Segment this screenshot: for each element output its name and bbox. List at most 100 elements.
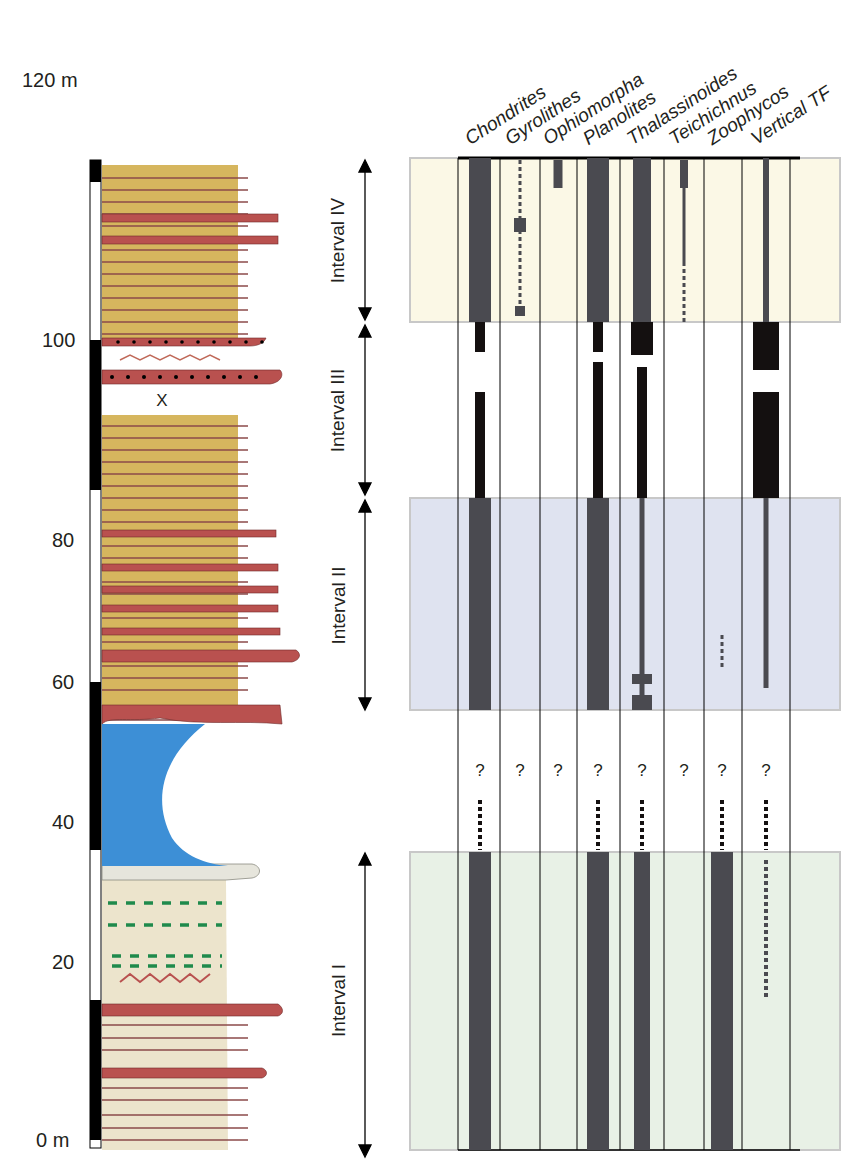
stroke <box>102 557 248 558</box>
stroke <box>132 340 136 344</box>
stroke <box>158 375 162 379</box>
stroke <box>190 375 194 379</box>
unknown-mark: ? <box>593 762 602 779</box>
stroke <box>102 581 248 582</box>
stroke <box>196 340 200 344</box>
range-bar <box>680 160 688 188</box>
stroke <box>102 545 248 546</box>
stroke <box>102 309 248 310</box>
range-bar <box>469 852 491 1150</box>
stroke <box>102 425 248 426</box>
depth-label: 120 m <box>22 70 78 90</box>
stroke <box>228 340 232 344</box>
range-dotted <box>596 800 600 850</box>
range-dotted <box>640 800 644 850</box>
stroke <box>206 375 210 379</box>
stroke <box>102 461 248 462</box>
stroke <box>102 449 248 450</box>
range-bar <box>587 498 609 710</box>
stroke <box>126 375 130 379</box>
stroke <box>244 340 248 344</box>
stroke <box>458 158 459 1150</box>
stroke <box>102 1114 248 1115</box>
stroke <box>102 1099 248 1100</box>
unknown-mark: ? <box>637 762 646 779</box>
stroke <box>102 177 248 178</box>
range-bar <box>631 322 653 355</box>
unknown-mark: ? <box>679 762 688 779</box>
stroke <box>164 340 168 344</box>
stroke <box>222 375 226 379</box>
stroke <box>102 437 248 438</box>
stroke <box>102 321 248 322</box>
stroke <box>174 375 178 379</box>
range-bar <box>514 218 526 232</box>
stroke <box>254 375 258 379</box>
stroke <box>110 375 114 379</box>
range-bar <box>683 188 686 262</box>
range-bar <box>633 158 651 322</box>
range-bar <box>587 158 609 322</box>
range-bar <box>469 158 491 322</box>
range-bar <box>593 362 603 498</box>
stroke <box>620 158 621 1150</box>
interval-label: Interval IV <box>328 197 347 283</box>
range-bar <box>764 498 769 688</box>
stroke <box>102 1024 248 1025</box>
unknown-mark: ? <box>515 762 524 779</box>
gap-label: X <box>156 392 167 409</box>
stroke <box>102 485 248 486</box>
stroke <box>260 340 264 344</box>
range-bar <box>632 695 652 710</box>
stroke <box>102 689 248 690</box>
range-bar <box>640 498 645 700</box>
stroke <box>102 261 248 262</box>
stroke <box>664 158 665 1150</box>
stroke <box>577 158 578 1150</box>
range-bar <box>753 392 779 498</box>
stroke <box>102 189 248 190</box>
range-bar <box>554 160 563 188</box>
stroke <box>102 1139 248 1140</box>
stroke <box>102 1049 248 1050</box>
depth-label: 100 <box>42 330 75 350</box>
range-dotted <box>478 800 482 850</box>
range-bar <box>587 852 609 1150</box>
unknown-mark: ? <box>553 762 562 779</box>
range-bar <box>515 306 525 316</box>
depth-label: 60 <box>52 672 74 692</box>
range-dotted <box>519 160 522 312</box>
stroke <box>742 158 743 1150</box>
stroke <box>102 617 248 618</box>
range-bar <box>632 674 652 684</box>
stroke <box>102 285 248 286</box>
range-dotted <box>720 800 724 850</box>
stroke <box>102 641 248 642</box>
range-dotted <box>764 860 768 1000</box>
stroke <box>102 509 248 510</box>
depth-label: 20 <box>52 952 74 972</box>
stroke <box>102 225 248 226</box>
range-bar <box>763 158 769 322</box>
stroke <box>102 333 248 334</box>
stroke <box>540 158 541 1150</box>
range-bar <box>475 322 485 352</box>
stroke <box>102 593 248 594</box>
stroke <box>148 340 152 344</box>
stroke <box>102 665 248 666</box>
stroke <box>102 1037 248 1038</box>
stroke <box>102 249 248 250</box>
stroke <box>116 340 120 344</box>
stroke <box>102 521 248 522</box>
stroke <box>212 340 216 344</box>
interval-label: Interval I <box>329 964 348 1037</box>
interval-label: Interval III <box>328 368 347 451</box>
stroke <box>704 158 705 1150</box>
stroke <box>102 677 248 678</box>
range-bar <box>469 498 491 710</box>
stroke <box>102 473 248 474</box>
unknown-mark: ? <box>761 762 770 779</box>
unknown-mark: ? <box>717 762 726 779</box>
